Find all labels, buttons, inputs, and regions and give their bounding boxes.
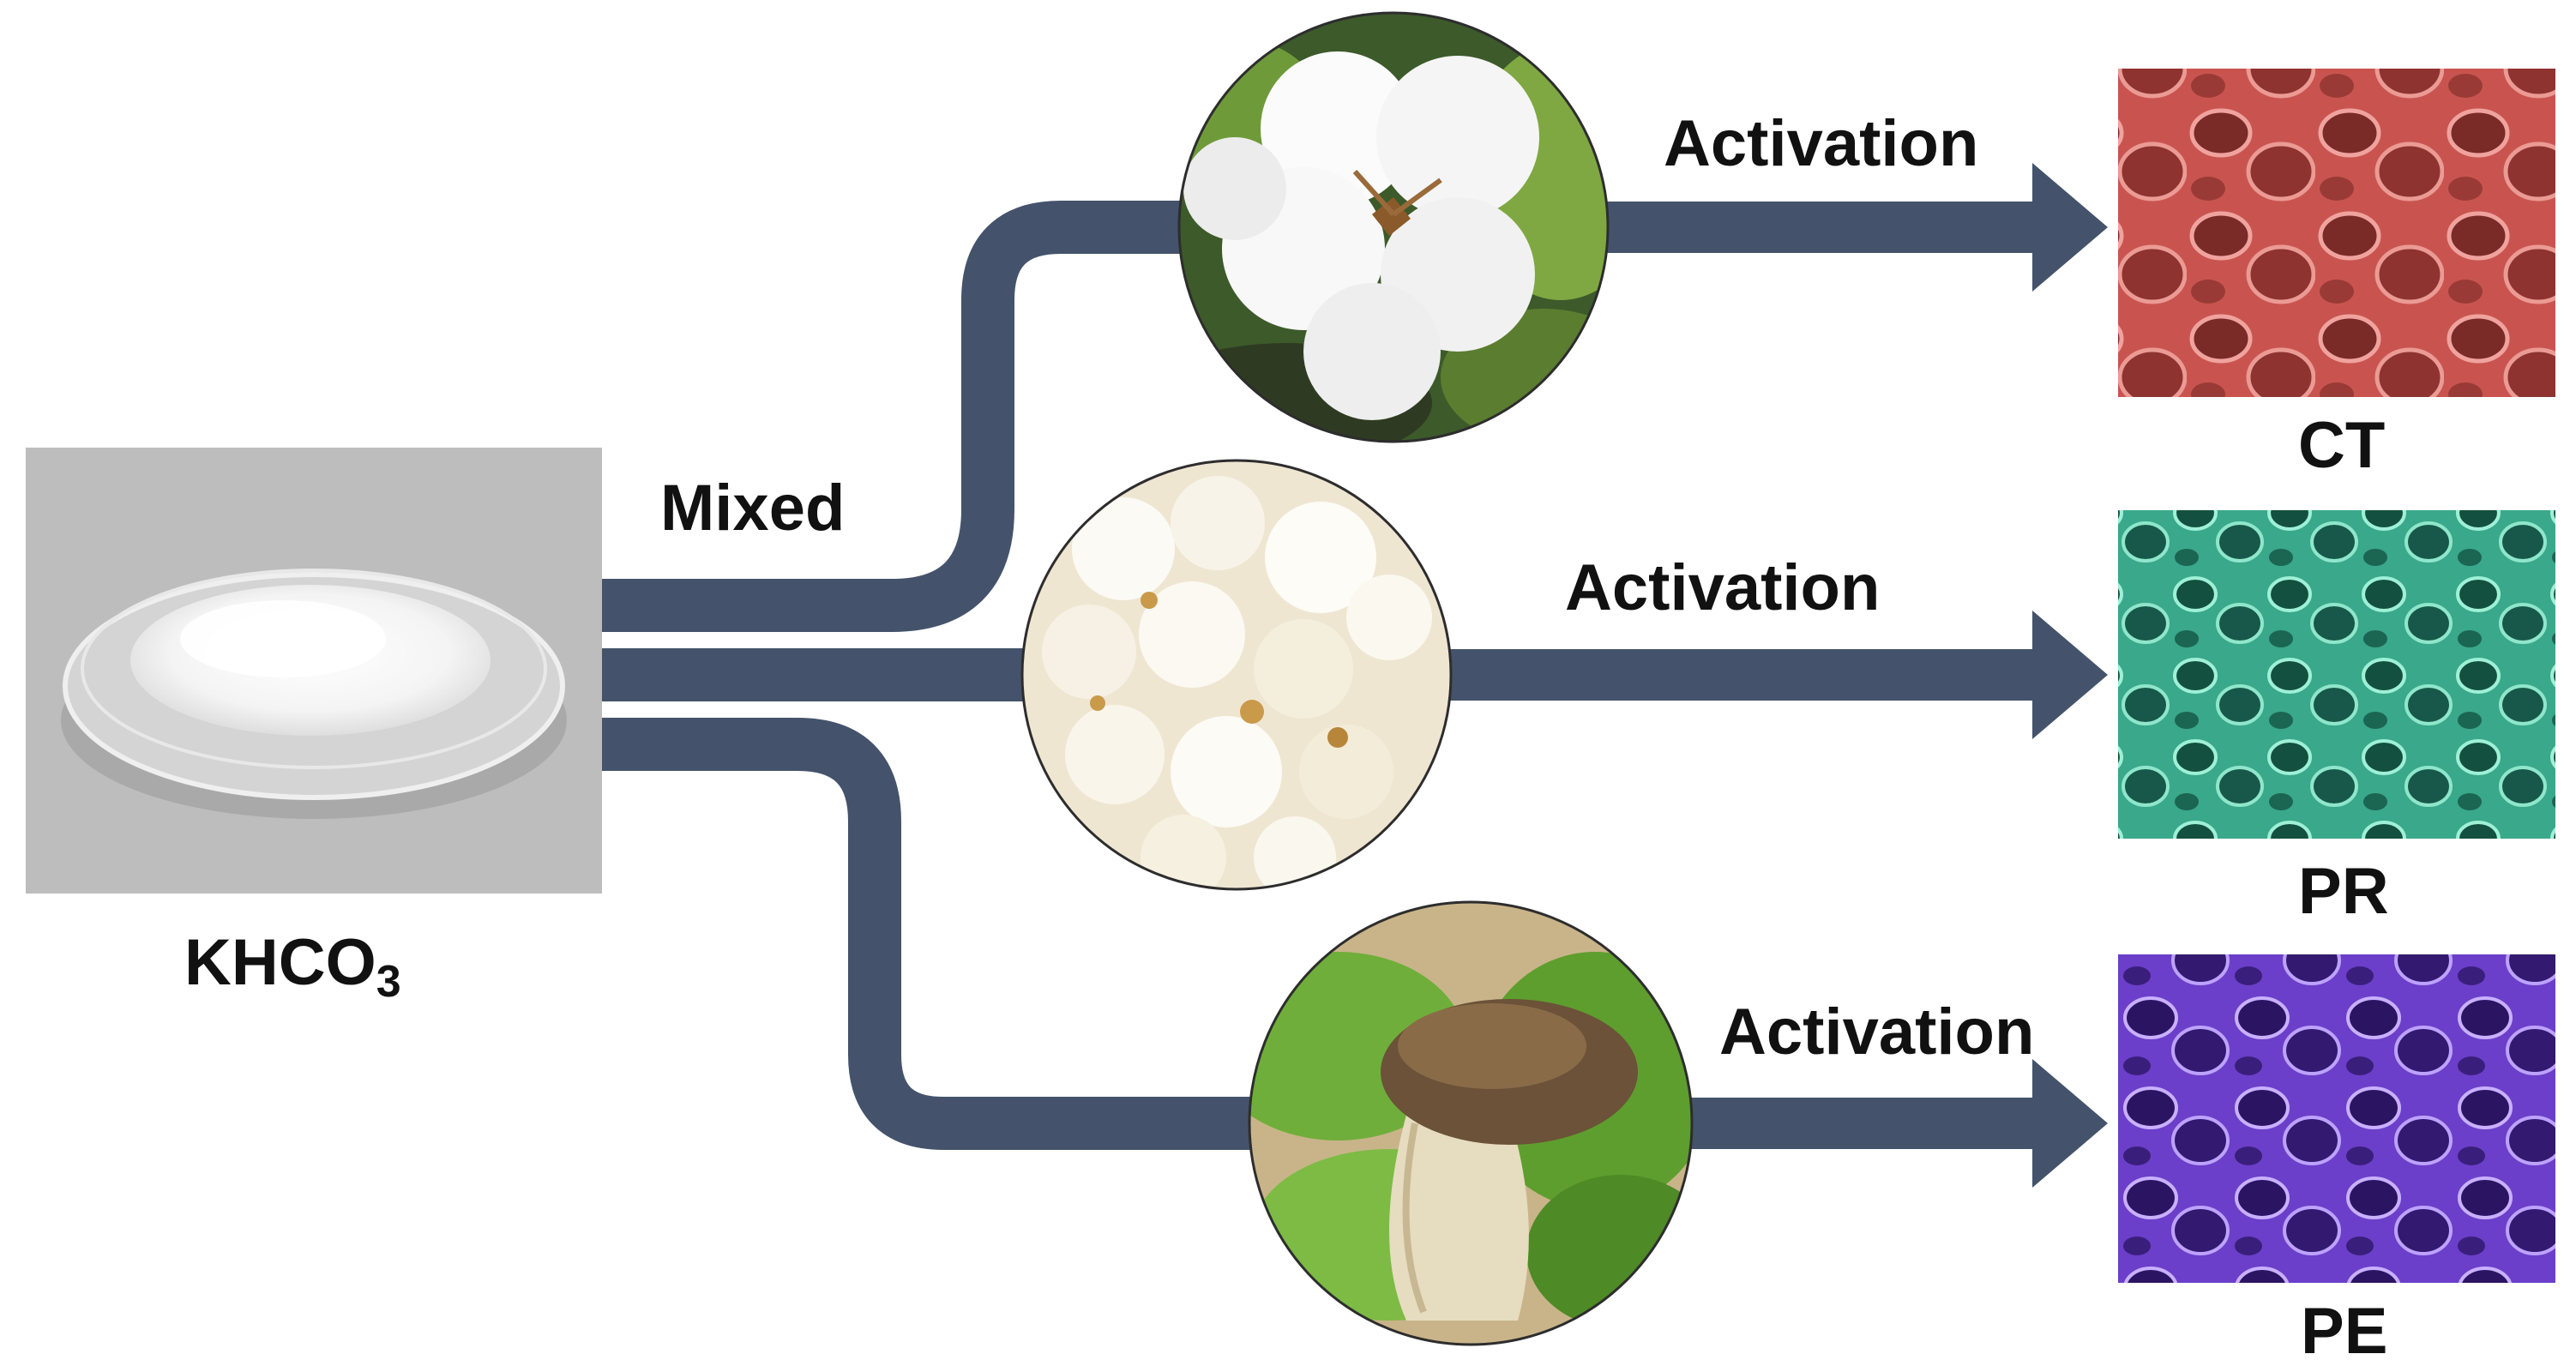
mixing-connector [602, 201, 1269, 1150]
formula-main: KHCO [184, 926, 376, 999]
activation-arrow-3 [1681, 1059, 2108, 1188]
activation-label-2: Activation [1565, 551, 1881, 624]
product-image-ct [2118, 69, 2555, 397]
reagent-formula: KHCO3 [184, 930, 401, 1007]
formula-subscript: 3 [376, 957, 401, 1007]
petri-dish-icon [26, 448, 602, 894]
mushroom-icon [1248, 900, 1694, 1346]
popcorn-icon [1020, 459, 1453, 891]
activation-label-1: Activation [1664, 107, 1979, 180]
activation-arrow-2 [1449, 611, 2108, 739]
mixed-label: Mixed [660, 472, 846, 545]
activation-label-3: Activation [1719, 996, 2035, 1068]
activation-arrow-1 [1604, 163, 2108, 292]
product-image-pr [2118, 510, 2555, 839]
product-label-pr: PR [2298, 855, 2389, 928]
product-label-pe: PE [2301, 1295, 2388, 1368]
cotton-boll-icon [1177, 11, 1610, 443]
product-image-pe [2118, 954, 2555, 1283]
product-label-ct: CT [2298, 409, 2386, 482]
